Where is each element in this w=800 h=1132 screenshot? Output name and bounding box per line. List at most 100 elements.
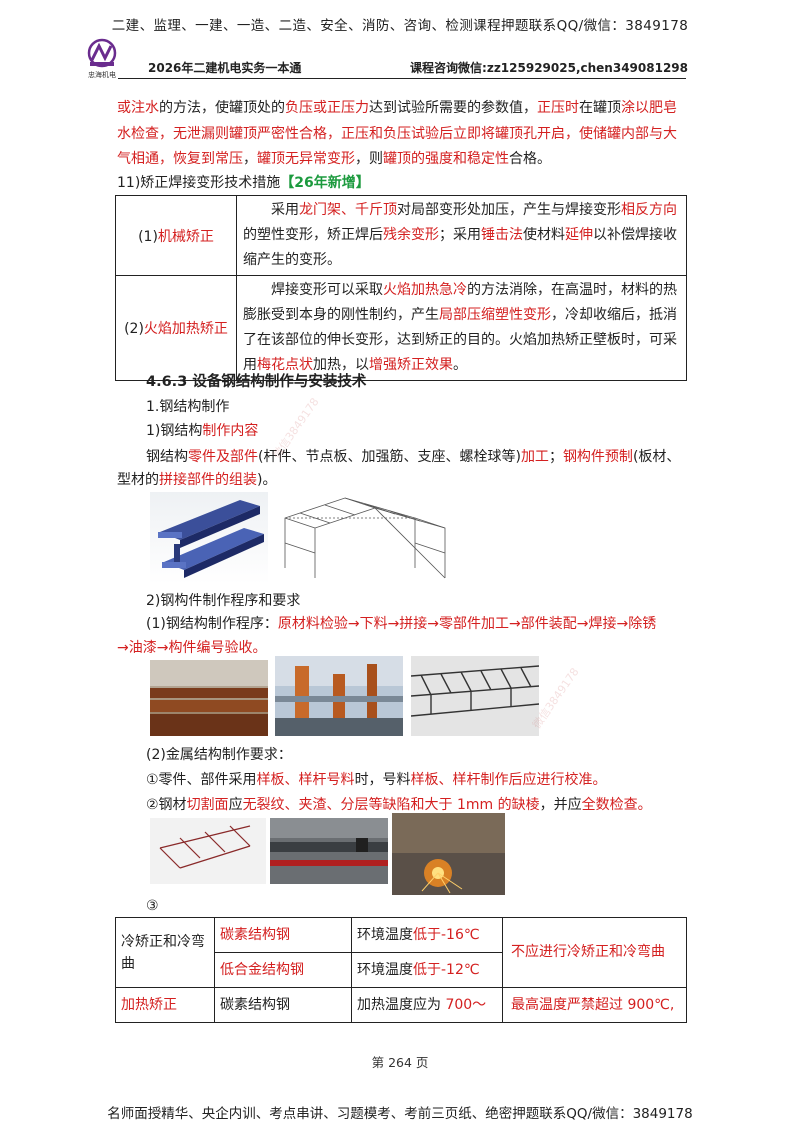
temp-limit-carbon: 环境温度低于-16℃ — [351, 917, 503, 953]
text-run: 残余变形 — [383, 227, 439, 243]
contact-info: 课程咨询微信:zz125929025,chen349081298 — [410, 61, 688, 75]
text-run: 的塑性变形，矫正焊后 — [243, 227, 383, 243]
text-run: ①零件、部件采用 — [146, 772, 257, 788]
max-temperature-rule: 最高温度严禁超过 900℃, — [502, 987, 687, 1023]
desc-line: 缩产生的变形。 — [243, 248, 680, 273]
text-run: 制作内容 — [202, 423, 259, 439]
steel-model-image — [150, 818, 266, 884]
text-run: 火焰加热矫正 — [143, 321, 228, 337]
steel-frame-diagram — [275, 488, 455, 584]
text-run: 达到试验所需要的参数值， — [369, 100, 537, 116]
text-run: 环境温度 — [357, 961, 413, 978]
text-run: ②钢材 — [146, 797, 187, 813]
section-463-heading: 4.6.3 设备钢结构制作与安装技术 — [146, 374, 367, 390]
flame-cutting-photo — [392, 813, 505, 895]
text-run: 采用 — [243, 202, 299, 218]
intro-line-3: 气相通，恢复到常压，罐顶无异常变形，则罐顶的强度和稳定性合格。 — [117, 148, 551, 170]
text-run: 的方法消除，在高温时，材料的热 — [467, 282, 677, 298]
text-run: 样板、样杆制作后应进行校准。 — [410, 772, 607, 788]
text-run: 型材的 — [117, 472, 159, 488]
text-run: 膨胀受到本身的刚性制约，产生 — [243, 307, 439, 323]
method-description: 采用龙门架、千斤顶对局部变形处加压，产生与焊接变形相反方向 的塑性变形，矫正焊后… — [236, 195, 687, 276]
text-run: 钢构件预制 — [562, 449, 633, 465]
text-run: 加热，以 — [313, 357, 369, 373]
text-run: 局部压缩塑性变形 — [439, 307, 551, 323]
correction-methods-table: (1)机械矫正 采用龙门架、千斤顶对局部变形处加压，产生与焊接变形相反方向 的塑… — [115, 195, 687, 381]
desc-line: 膨胀受到本身的刚性制约，产生局部压缩塑性变形，冷却收缩后，抵消 — [243, 303, 680, 328]
heat-correction-label: 加热矫正 — [115, 987, 215, 1023]
method-description: 焊接变形可以采取火焰加热急冷的方法消除，在高温时，材料的热 膨胀受到本身的刚性制… — [236, 275, 687, 381]
text-run: 负压或正压力 — [285, 100, 369, 116]
text-run: 无裂纹、夹渣、分层等缺陷和大于 1mm 的缺棱 — [242, 797, 540, 813]
text-run: 了在该部位的伸长变形，达到矫正的目的。火焰加热矫正壁板时，可采 — [243, 332, 677, 348]
text-run: 焊接变形可以采取 — [243, 282, 383, 298]
material-carbon-steel-heat: 碳素结构钢 — [214, 987, 352, 1023]
steel-assembly-photo — [270, 818, 388, 884]
procedure-line-1: (1)钢结构制作程序：原材料检验→下料→拼接→零部件加工→部件装配→焊接→除锈 — [146, 613, 656, 635]
text-run: 锤击法 — [481, 227, 523, 243]
intro-line-2: 水检查，无泄漏则罐顶严密性合格，正压和负压试验后立即将罐顶孔开启，使储罐内部与大 — [117, 123, 677, 145]
page-number: 第 264 页 — [371, 1055, 429, 1070]
text-run: ，并应 — [539, 797, 582, 813]
text-run: 环境温度 — [357, 926, 413, 943]
text-run: 以补偿焊接收 — [593, 227, 677, 243]
text-run: 样板、样杆号料 — [256, 772, 355, 788]
desc-line: 用梅花点状加热，以增强矫正效果。 — [243, 353, 680, 378]
table-row: (2)火焰加热矫正 焊接变形可以采取火焰加热急冷的方法消除，在高温时，材料的热 … — [115, 275, 687, 381]
text-run: 或注水 — [117, 100, 159, 116]
text-run: 机械矫正 — [157, 228, 214, 245]
text-run: 火焰加热急冷 — [383, 282, 467, 298]
text-run: 缩产生的变形。 — [243, 252, 341, 268]
text-run: 加工 — [520, 449, 549, 465]
requirement-2: ②钢材切割面应无裂纹、夹渣、分层等缺陷和大于 1mm 的缺棱，并应全数检查。 — [146, 794, 652, 816]
material-low-alloy-steel: 低合金结构钢 — [214, 952, 352, 988]
text-run: (杆件、节点板、加强筋、支座、螺栓球等) — [258, 449, 521, 465]
text-run: 在罐顶 — [579, 100, 621, 116]
text-run: 的方法，使罐顶处的 — [159, 100, 285, 116]
temp-limit-low-alloy: 环境温度低于-12℃ — [351, 952, 503, 988]
sub-heading-3: (2)金属结构制作要求： — [146, 747, 292, 763]
table-row: 加热矫正 碳素结构钢 加热温度应为 700～ 最高温度严禁超过 900℃, — [115, 987, 687, 1023]
text-run: 涂以肥皂 — [621, 100, 677, 116]
content-line-1: 钢结构零件及部件(杆件、节点板、加强筋、支座、螺栓球等)加工；钢构件预制(板材、 — [146, 446, 680, 468]
table-row: 低合金结构钢 环境温度低于-12℃ — [116, 952, 687, 988]
footer-banner: 名师面授精华、央企内训、考点串讲、习题模考、考前三页纸、绝密押题联系QQ/微信：… — [107, 1106, 693, 1122]
intro-line-1: 或注水的方法，使罐顶处的负压或正压力达到试验所需要的参数值，正压时在罐顶涂以肥皂 — [117, 97, 677, 119]
table-row: 冷矫正和冷弯曲 碳素结构钢 环境温度低于-16℃ 不应进行冷矫正和冷弯曲 — [115, 917, 687, 988]
cold-correction-rule: 不应进行冷矫正和冷弯曲 — [502, 917, 687, 988]
text-run: 水检查，无泄漏则罐顶严密性合格，正压和负压试验后立即将罐顶孔开启，使储罐内部与大 — [117, 126, 677, 142]
text-run: (1) — [138, 228, 158, 245]
desc-line: 焊接变形可以采取火焰加热急冷的方法消除，在高温时，材料的热 — [243, 278, 680, 303]
logo-icon — [72, 38, 132, 78]
text-run: ， — [243, 151, 257, 167]
text-run: 合格。 — [509, 151, 551, 167]
text-run: (1)钢结构制作程序： — [146, 616, 278, 632]
text-run: ，则 — [355, 151, 383, 167]
logo-text: 忠海机电 — [88, 71, 116, 79]
section-11-title: 11)矫正焊接变形技术措施 — [117, 175, 281, 191]
material-carbon-steel: 碳素结构钢 — [214, 917, 352, 953]
desc-line: 了在该部位的伸长变形，达到矫正的目的。火焰加热矫正壁板时，可采 — [243, 328, 680, 353]
h-beam-photo — [150, 492, 268, 584]
method-label: (2)火焰加热矫正 — [115, 275, 237, 381]
content-line-2: 型材的拼接部件的组装)。 — [117, 469, 276, 491]
steel-truss-photo — [411, 656, 539, 736]
text-run: 罐顶无异常变形 — [257, 151, 355, 167]
steel-fabrication-photo — [275, 656, 403, 736]
text-run: 零件及部件 — [188, 449, 258, 465]
section-11-heading: 11)矫正焊接变形技术措施【26年新增】 — [117, 172, 370, 194]
text-run: 延伸 — [565, 227, 593, 243]
text-run: (2) — [124, 321, 144, 337]
text-run: 对局部变形处加压，产生与焊接变形 — [397, 202, 621, 218]
text-run: 低于-12℃ — [413, 961, 480, 978]
header-divider — [118, 78, 686, 79]
text-run: →油漆→构件编号验收。 — [117, 640, 267, 656]
cold-correction-label: 冷矫正和冷弯曲 — [115, 917, 215, 988]
text-run: 正压时 — [537, 100, 579, 116]
text-run: 低于-16℃ — [413, 926, 480, 943]
text-run: 。 — [453, 357, 467, 373]
text-run: 加热温度应为 — [357, 996, 446, 1013]
text-run: 相反方向 — [621, 202, 677, 218]
top-banner: 二建、监理、一建、一造、二造、安全、消防、咨询、检测课程押题联系QQ/微信：38… — [111, 18, 689, 34]
table-row: (1)机械矫正 采用龙门架、千斤顶对局部变形处加压，产生与焊接变形相反方向 的塑… — [115, 195, 687, 276]
